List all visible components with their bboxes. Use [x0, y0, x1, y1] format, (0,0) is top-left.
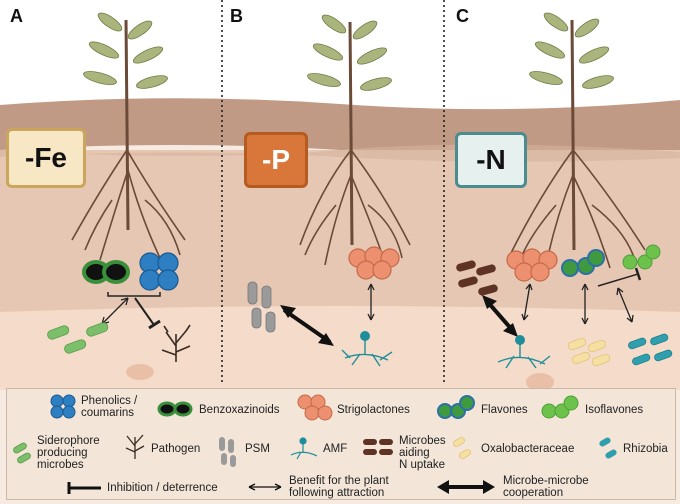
legend-inhibition-icon: [67, 482, 101, 494]
legend-benzoxazinoids-label: Benzoxazinoids: [199, 404, 280, 416]
soil-pebble-a: [126, 364, 154, 380]
microbes-n-uptake-c: [456, 260, 498, 296]
strigolactones-cluster-c: [506, 248, 558, 282]
legend-rhizobia-icon: [599, 437, 617, 459]
legend-psm-label: PSM: [245, 443, 270, 455]
plant-b: [299, 14, 411, 266]
legend-strigolactones-icon: [297, 394, 333, 421]
panel-letter-c: C: [456, 6, 469, 26]
legend-phenolics-label: Phenolics / coumarins: [81, 395, 138, 419]
legend-microbes-n-label: Microbes aiding N uptake: [399, 435, 446, 471]
inhibition-bracket-a: [107, 292, 161, 297]
legend-rhizobia-label: Rhizobia: [623, 443, 668, 455]
plant-c: [509, 12, 646, 271]
benzoxazinoids-cluster-a: [82, 260, 130, 284]
legend-microbes-n-icon: [363, 439, 393, 455]
badge-fe-deficiency: -Fe: [6, 128, 86, 188]
legend-pathogen-label: Pathogen: [151, 443, 201, 455]
siderophore-microbes-a: [47, 322, 109, 354]
strigolactones-cluster-b: [348, 246, 400, 280]
soil-middle: [0, 150, 680, 315]
legend-isoflavones-label: Isoflavones: [585, 404, 644, 416]
legend-strigolactones-label: Strigolactones: [337, 404, 410, 416]
badge-p-deficiency: -P: [244, 132, 308, 188]
legend-benzoxazinoids-icon: [157, 401, 193, 417]
legend-psm-icon: [219, 437, 236, 467]
legend-benefit-label: Benefit for the plant following attracti…: [289, 475, 389, 499]
legend-inhibition-label: Inhibition / deterrence: [107, 482, 218, 494]
pathogen-a: [161, 324, 191, 362]
legend-phenolics-icon: [50, 394, 76, 419]
amf-b: [341, 331, 393, 367]
legend-amf-icon: [290, 437, 318, 460]
legend-oxalobacteraceae-icon: [453, 437, 471, 459]
legend-siderophore-label: Siderophore producing microbes: [37, 435, 100, 471]
legend-flavones-icon: [437, 395, 475, 419]
legend-oxalobacteraceae-label: Oxalobacteraceae: [481, 443, 575, 455]
benefit-arrow-c3: [617, 287, 633, 323]
inhibition-line-a: [134, 297, 155, 326]
legend-isoflavones-icon: [541, 395, 579, 419]
panel-letter-a: A: [10, 6, 23, 26]
cooperation-arrow-b: [282, 308, 332, 344]
legend-cooperation-icon: [437, 480, 495, 494]
legend-flavones-label: Flavones: [481, 404, 528, 416]
plant-a: [71, 12, 186, 261]
benefit-arrow-a: [101, 297, 129, 325]
inhibition-line-c: [597, 273, 639, 287]
benefit-arrow-c1: [523, 283, 531, 321]
legend-siderophore-icon: [13, 442, 31, 464]
isoflavones-cluster-c: [622, 244, 661, 270]
soil-pebble-c: [526, 373, 554, 391]
psm-microbes-b: [247, 281, 276, 333]
badge-n-deficiency: -N: [455, 132, 527, 188]
rhizobia-c: [628, 333, 673, 366]
legend-benefit-icon: [248, 483, 282, 491]
legend-pathogen-icon: [125, 434, 145, 459]
amf-c: [497, 335, 551, 369]
oxalobacteraceae-c: [567, 337, 611, 367]
phenolics-cluster-a: [139, 252, 179, 291]
legend-symbols: [13, 394, 617, 494]
flavones-cluster-c: [561, 249, 605, 277]
legend-box: Phenolics / coumarins Benzoxazinoids Str…: [6, 388, 676, 500]
legend-amf-label: AMF: [323, 443, 348, 455]
panel-letter-b: B: [230, 6, 243, 26]
legend-cooperation-label: Microbe-microbe cooperation: [503, 475, 589, 499]
